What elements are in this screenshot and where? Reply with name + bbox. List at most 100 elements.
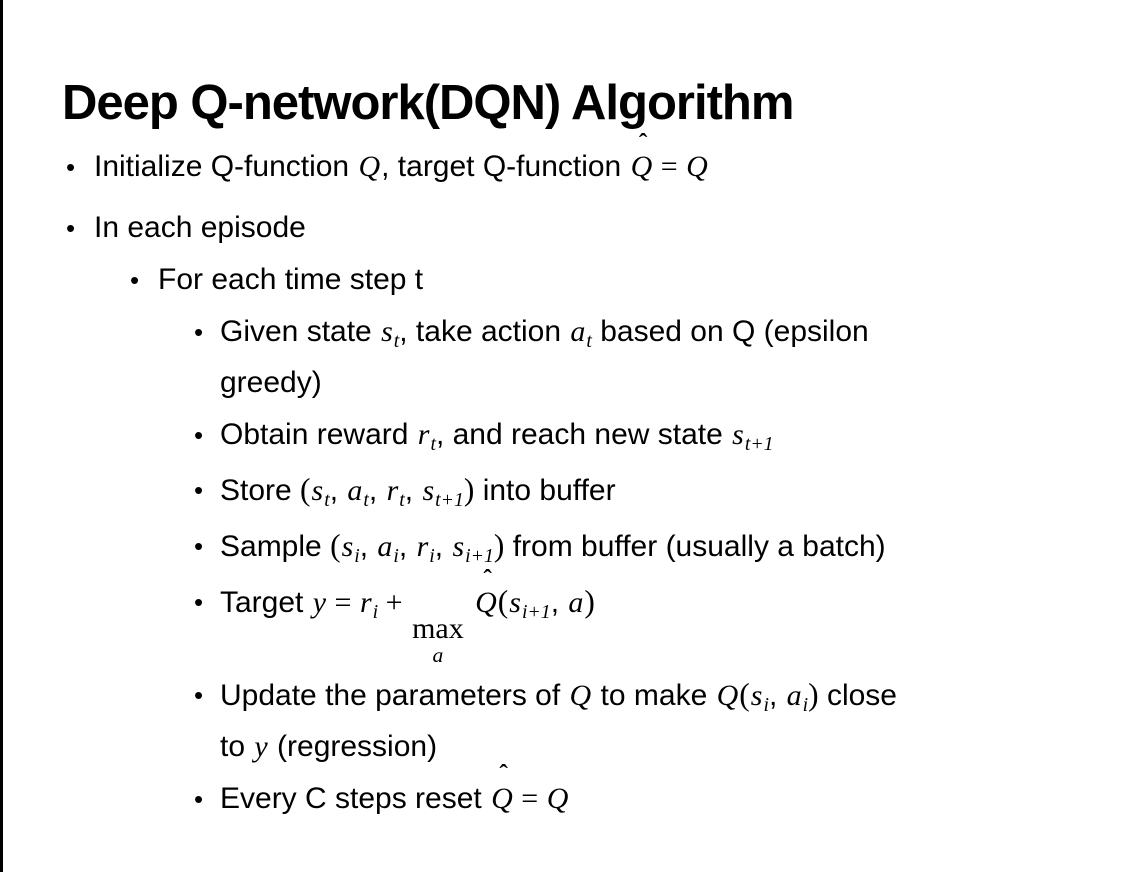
text-run: , target Q-function: [381, 150, 630, 183]
text-run: based on Q (epsilon: [591, 315, 869, 348]
list-item: • For each time step t: [0, 256, 1118, 304]
slide-left-border: [0, 0, 3, 872]
math-operator: =: [327, 586, 359, 619]
bullet-text: Initialize Q-function Q, target Q-functi…: [94, 127, 1118, 191]
text-run: [466, 586, 474, 619]
math-var: r: [417, 418, 430, 451]
bullet-icon: •: [194, 783, 204, 814]
math-var: s: [732, 418, 744, 451]
max-arg: a: [432, 643, 444, 667]
text-run: ,: [329, 474, 347, 507]
text-run: to make: [592, 678, 716, 712]
text-run: Given state: [220, 315, 381, 348]
text-run: ,: [398, 530, 416, 563]
math-var: a: [568, 586, 584, 619]
math-var: s: [422, 474, 435, 507]
math-var: a: [570, 315, 586, 348]
math-subscript: i: [393, 544, 399, 567]
math-subscript: t: [430, 432, 436, 455]
math-var: Q: [716, 678, 739, 712]
hat-accent: ˆ: [483, 563, 492, 593]
bullet-text: Update the parameters of Q to make Q(si,…: [220, 671, 1118, 771]
list-item: •Initialize Q-function Q, target Q-funct…: [0, 127, 1118, 191]
math-paren: ): [493, 528, 505, 563]
text-run: close: [818, 678, 897, 712]
bullet-icon: •: [194, 679, 204, 710]
list-item: • Obtain reward rt, and reach new state s…: [0, 411, 1118, 462]
bullet-list: •Initialize Q-function Q, target Q-funct…: [0, 127, 1118, 827]
list-item: •Sample (si, ai, ri, si+1) from buffer (…: [0, 522, 1118, 574]
bullet-icon: •: [194, 317, 204, 347]
math-subscript: i: [354, 544, 360, 567]
math-paren: ): [808, 676, 819, 712]
text-run: Target: [220, 586, 312, 619]
math-var: s: [452, 530, 465, 563]
bullet-text: Given state st, take action at based on …: [220, 308, 1118, 407]
math-var: r: [359, 586, 372, 619]
math-var: r: [386, 474, 399, 507]
bullet-text: Sample (si, ai, ri, si+1) from buffer (u…: [220, 522, 1118, 574]
math-subscript: i: [429, 544, 435, 567]
bullet-icon: •: [194, 475, 204, 505]
bullet-icon: •: [66, 213, 76, 243]
text-run: ,: [368, 474, 386, 507]
math-var: Q: [686, 150, 708, 183]
math-var: s: [311, 474, 324, 507]
text-run: ,: [359, 530, 377, 563]
math-subscript: t: [324, 488, 330, 511]
text-run: Initialize Q-function: [94, 150, 358, 183]
math-operator: =: [513, 781, 546, 815]
text-run: Every C steps reset: [220, 781, 491, 815]
math-subscript: i: [763, 693, 769, 716]
bullet-icon: •: [194, 531, 204, 561]
math-subscript: t: [399, 488, 405, 511]
math-var: a: [786, 678, 802, 712]
bullet-icon: •: [194, 587, 204, 617]
bullet-text: Store (st, at, rt, st+1) into buffer: [220, 466, 1118, 518]
math-var: Q: [358, 150, 381, 183]
math-subscript: t: [586, 329, 592, 352]
text-run: , and reach new state: [435, 418, 732, 451]
math-paren: ): [584, 584, 595, 619]
math-subscript: t+1: [744, 432, 774, 455]
math-var: Q: [569, 678, 592, 712]
math-paren: ): [463, 472, 475, 507]
bullet-icon: •: [194, 420, 204, 450]
text-run: to: [220, 729, 254, 763]
text-run: (regression): [268, 729, 438, 763]
text-run: Sample: [220, 530, 331, 563]
list-item: • In each episode: [0, 204, 1118, 252]
hat-accent: ˆ: [499, 759, 508, 789]
text-run: Obtain reward: [220, 418, 417, 451]
math-var: y: [254, 729, 268, 763]
math-paren: (: [497, 584, 509, 619]
text-run: ,: [404, 474, 422, 507]
slide-title: Deep Q-network(DQN) Algorithm: [62, 75, 794, 130]
math-paren: (: [330, 528, 341, 563]
text-run: In each episode: [94, 211, 306, 244]
list-item: •Given state st, take action at based on…: [0, 308, 1118, 407]
text-run: ,: [550, 586, 568, 619]
math-paren: (: [739, 676, 750, 712]
math-subscript: i+1: [465, 544, 494, 567]
bullet-icon: •: [130, 265, 140, 295]
math-operator: =: [653, 150, 686, 183]
math-subscript: t: [363, 488, 369, 511]
bullet-text: In each episode: [94, 204, 1118, 252]
math-var: s: [750, 678, 763, 712]
math-subscript: i: [802, 693, 809, 716]
bullet-text: For each time step t: [158, 256, 1118, 304]
bullet-text: Obtain reward rt, and reach new state st…: [220, 411, 1118, 462]
text-run: , take action: [399, 315, 570, 348]
math-subscript: t: [393, 329, 400, 352]
math-var: s: [381, 315, 393, 348]
math-operator: +: [378, 586, 411, 619]
